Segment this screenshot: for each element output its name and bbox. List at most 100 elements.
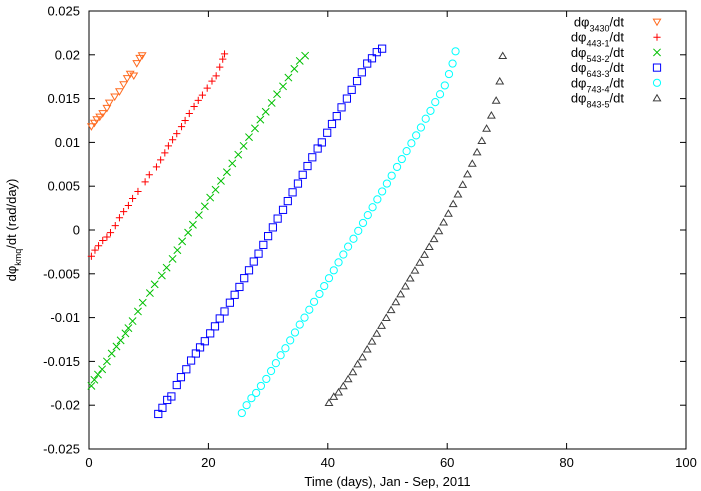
data-point xyxy=(164,142,173,150)
data-point xyxy=(158,403,167,412)
data-point xyxy=(242,401,251,410)
y-tick-label: 0.01 xyxy=(55,135,80,150)
y-tick-label: 0 xyxy=(73,223,80,238)
data-point xyxy=(129,72,139,81)
data-point xyxy=(284,73,293,82)
data-point xyxy=(343,374,353,383)
data-point xyxy=(120,208,128,216)
legend-label-suffix: /dt xyxy=(610,60,625,75)
data-point xyxy=(458,180,468,188)
y-axis-label-prefix: d xyxy=(4,274,19,281)
data-point xyxy=(315,289,324,299)
data-point xyxy=(261,107,270,116)
data-point xyxy=(259,240,268,249)
data-point xyxy=(342,94,352,103)
x-tick-label: 40 xyxy=(321,455,335,470)
data-point xyxy=(172,380,181,390)
data-point xyxy=(429,234,439,243)
data-point xyxy=(212,72,220,80)
data-point xyxy=(463,169,472,178)
legend-label-prefix: dφ xyxy=(571,60,587,75)
data-point xyxy=(141,178,149,186)
data-point xyxy=(211,185,220,194)
data-point xyxy=(273,90,282,99)
data-point xyxy=(482,124,492,132)
data-point xyxy=(434,226,444,235)
data-point xyxy=(472,147,482,156)
data-point xyxy=(145,171,153,179)
data-point xyxy=(89,119,99,128)
data-point xyxy=(191,349,200,358)
data-point xyxy=(95,113,105,122)
data-point xyxy=(358,218,368,228)
data-point xyxy=(354,226,363,235)
y-tick-label: -0.015 xyxy=(43,354,80,369)
data-point xyxy=(222,168,231,177)
data-point xyxy=(352,76,362,86)
data-point xyxy=(190,102,198,111)
data-point xyxy=(124,324,133,333)
data-point xyxy=(343,242,353,251)
legend-label: dφ3430/dt xyxy=(574,15,625,34)
data-point xyxy=(368,203,377,212)
data-point xyxy=(387,171,396,180)
data-point xyxy=(357,68,366,77)
data-point xyxy=(271,359,280,368)
series-743-4 xyxy=(237,47,460,418)
data-point xyxy=(491,96,501,104)
data-point xyxy=(288,188,297,197)
data-point xyxy=(128,317,137,326)
data-point xyxy=(256,381,266,391)
data-point xyxy=(94,370,102,379)
data-point xyxy=(300,313,309,322)
data-point xyxy=(173,246,182,255)
x-tick-label: 20 xyxy=(201,455,215,470)
data-point xyxy=(283,196,292,206)
data-point xyxy=(421,114,430,123)
data-point xyxy=(98,110,108,118)
data-point xyxy=(110,93,120,102)
data-point xyxy=(220,307,229,316)
legend-marker xyxy=(653,48,661,57)
legend-label-prefix: dφ xyxy=(571,91,587,106)
data-point xyxy=(219,55,227,63)
data-points xyxy=(86,44,508,419)
legend-label-prefix: dφ xyxy=(571,75,587,90)
y-tick-label: 0.005 xyxy=(47,179,80,194)
data-point xyxy=(137,52,147,60)
data-point xyxy=(448,59,457,68)
legend-label-prefix: dφ xyxy=(574,15,590,30)
data-point xyxy=(107,349,116,358)
legend-label-prefix: dφ xyxy=(571,30,587,45)
data-point xyxy=(268,223,277,232)
data-point xyxy=(208,77,216,85)
series-843-5 xyxy=(324,51,508,406)
data-point xyxy=(161,149,169,157)
data-point xyxy=(230,290,239,299)
data-point xyxy=(264,232,273,241)
data-point xyxy=(416,123,426,132)
data-point xyxy=(249,257,258,266)
data-point xyxy=(154,409,163,419)
data-point xyxy=(349,234,358,243)
legend-label: dφ443-1/dt xyxy=(571,30,625,49)
data-point xyxy=(104,99,114,108)
data-point xyxy=(103,233,111,241)
data-point xyxy=(324,398,334,406)
legend-label-suffix: /dt xyxy=(610,75,625,90)
data-point xyxy=(301,51,310,60)
data-point xyxy=(334,387,344,396)
data-point xyxy=(303,161,312,171)
data-point xyxy=(467,159,477,167)
data-point xyxy=(412,131,421,140)
data-point xyxy=(185,109,193,118)
data-point xyxy=(453,189,463,198)
legend-label: dφ743-4/dt xyxy=(571,75,625,94)
legend-marker xyxy=(652,93,662,102)
y-tick-label: 0.015 xyxy=(47,91,80,106)
data-point xyxy=(215,314,224,323)
data-point xyxy=(367,54,377,63)
y-axis-label-suffix: /dt (rad/day) xyxy=(4,179,19,249)
data-point xyxy=(90,375,99,384)
